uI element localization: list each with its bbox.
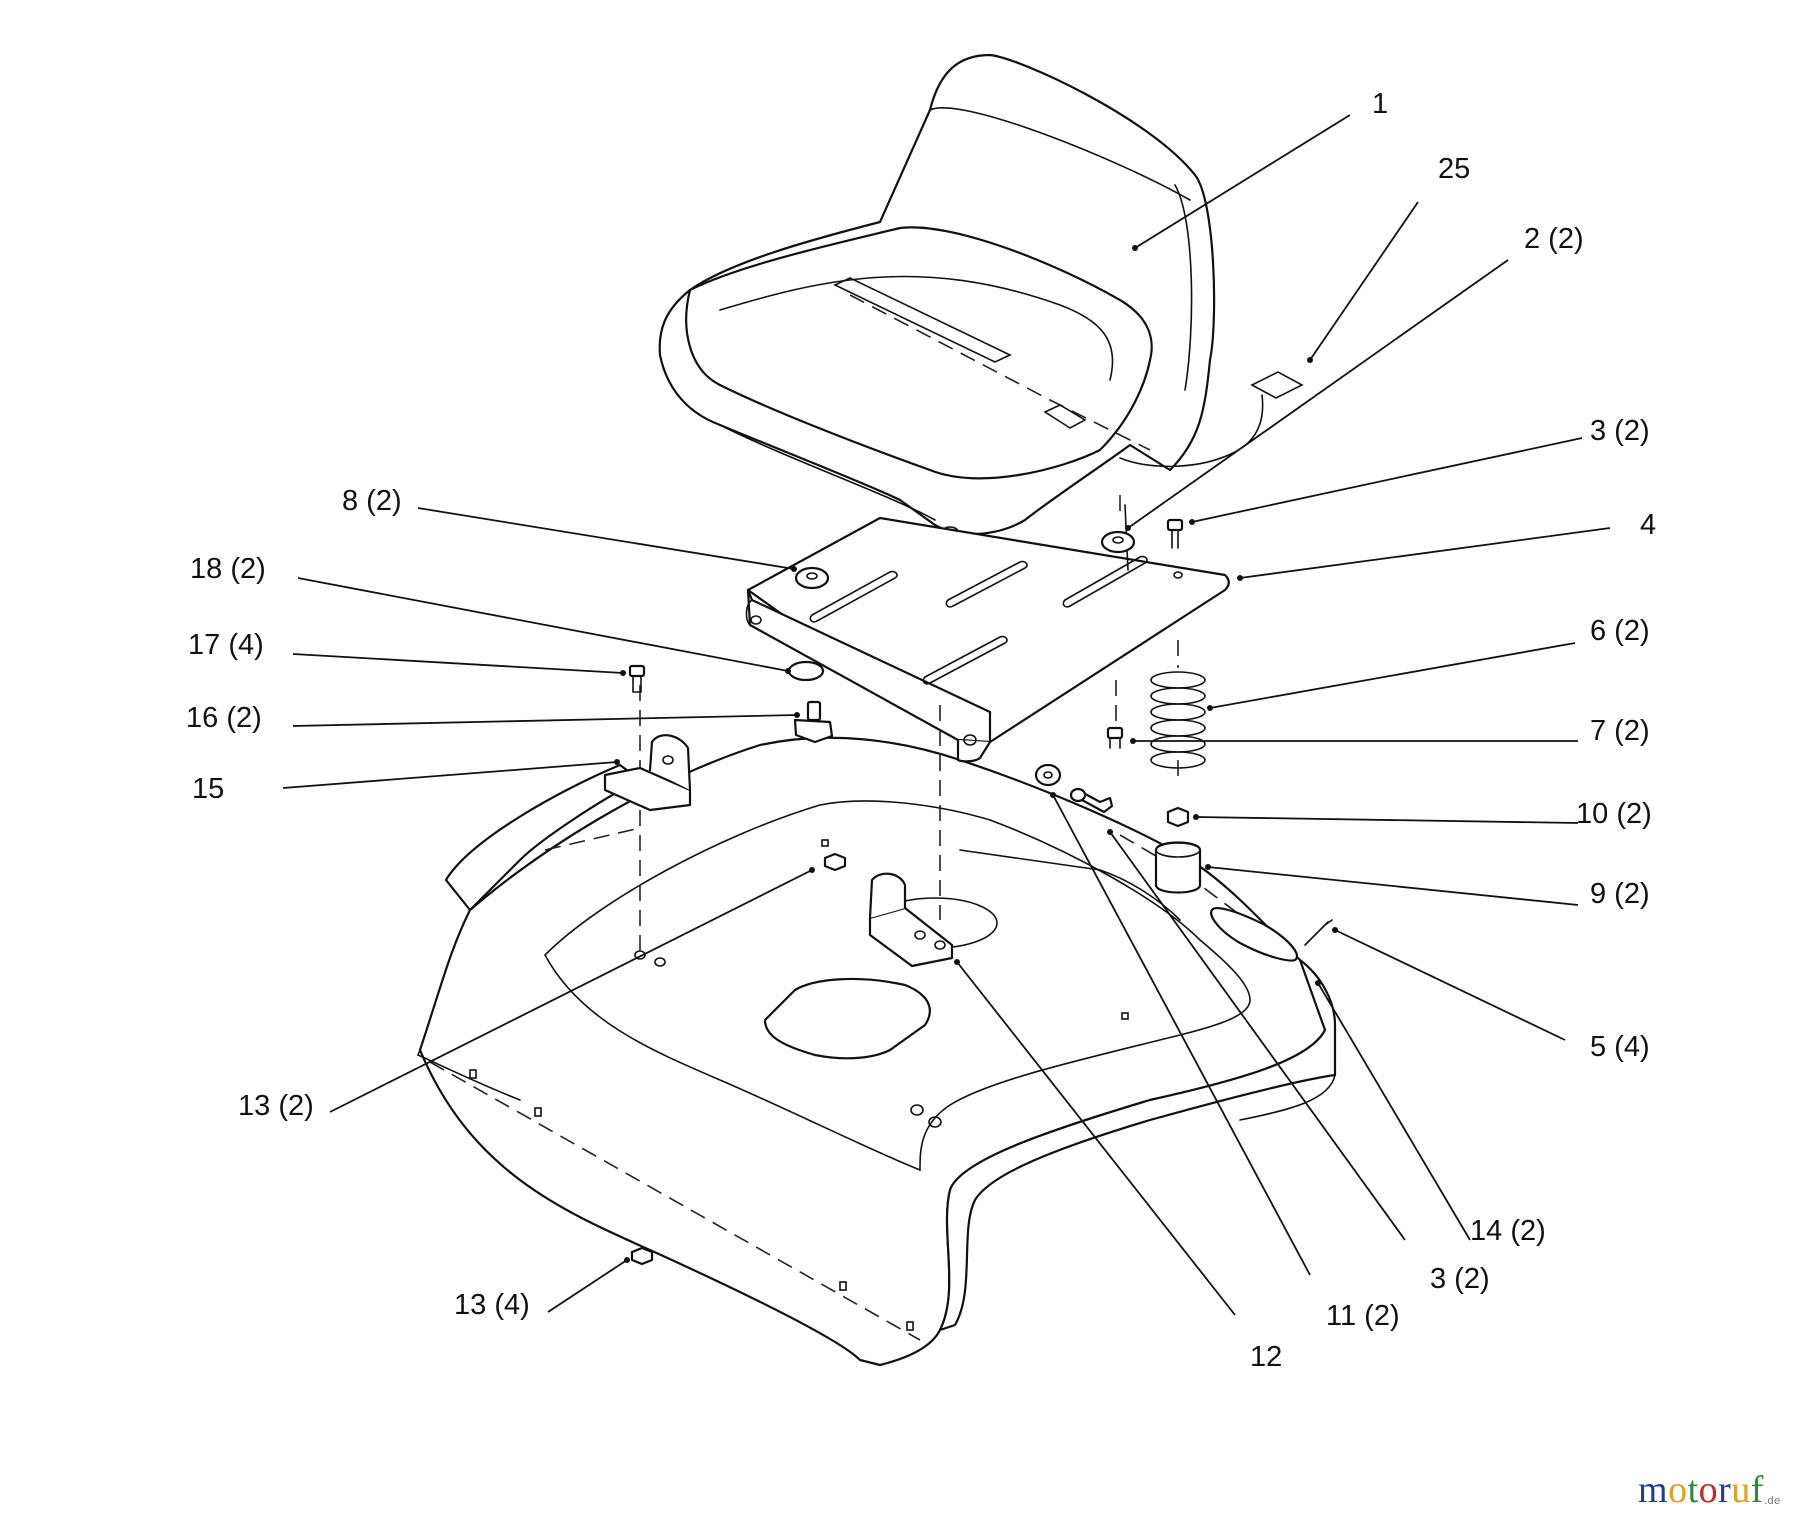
watermark-suffix: .de xyxy=(1763,1495,1781,1507)
callout-12: 12 xyxy=(1250,1341,1282,1373)
callout-25: 25 xyxy=(1438,153,1470,185)
callout-9: 9 (2) xyxy=(1590,878,1650,910)
callout-4: 4 xyxy=(1640,509,1656,541)
callout-15: 15 xyxy=(192,773,224,805)
callout-11: 11 (2) xyxy=(1326,1300,1400,1332)
watermark-logo: motoruf.de xyxy=(1638,1468,1781,1512)
callout-17: 17 (4) xyxy=(188,629,264,661)
watermark-letter: f xyxy=(1750,1469,1764,1511)
seat xyxy=(658,53,1304,538)
callout-14: 14 (2) xyxy=(1470,1215,1546,1247)
callout-7: 7 (2) xyxy=(1590,715,1650,747)
spring xyxy=(1150,671,1206,769)
fender-pan xyxy=(416,736,1337,1367)
leader-lines xyxy=(282,114,1611,1316)
hardware xyxy=(603,518,1333,1266)
callout-labels: 1 25 2 (2) 3 (2) 4 6 (2) 7 (2) 10 (2) 9 … xyxy=(186,88,1656,1373)
callout-5: 5 (4) xyxy=(1590,1031,1650,1063)
callout-2: 2 (2) xyxy=(1524,223,1584,255)
watermark-letter: m xyxy=(1638,1469,1669,1511)
callout-3-upper: 3 (2) xyxy=(1590,415,1650,447)
callout-6: 6 (2) xyxy=(1590,615,1650,647)
watermark-letter: o xyxy=(1698,1469,1719,1511)
callout-3-lower: 3 (2) xyxy=(1430,1263,1490,1295)
callout-1: 1 xyxy=(1372,88,1388,120)
watermark-letter: o xyxy=(1668,1469,1688,1511)
callout-13-lower: 13 (4) xyxy=(454,1289,530,1321)
callout-18: 18 (2) xyxy=(190,553,266,585)
watermark-letter: r xyxy=(1718,1469,1732,1511)
callout-10: 10 (2) xyxy=(1576,798,1652,830)
callout-8: 8 (2) xyxy=(342,485,402,517)
watermark-letter: u xyxy=(1731,1469,1751,1511)
callout-13-upper: 13 (2) xyxy=(238,1090,314,1122)
watermark-letter: t xyxy=(1687,1469,1699,1511)
callout-16: 16 (2) xyxy=(186,702,262,734)
seat-mounting-plate xyxy=(745,516,1230,763)
